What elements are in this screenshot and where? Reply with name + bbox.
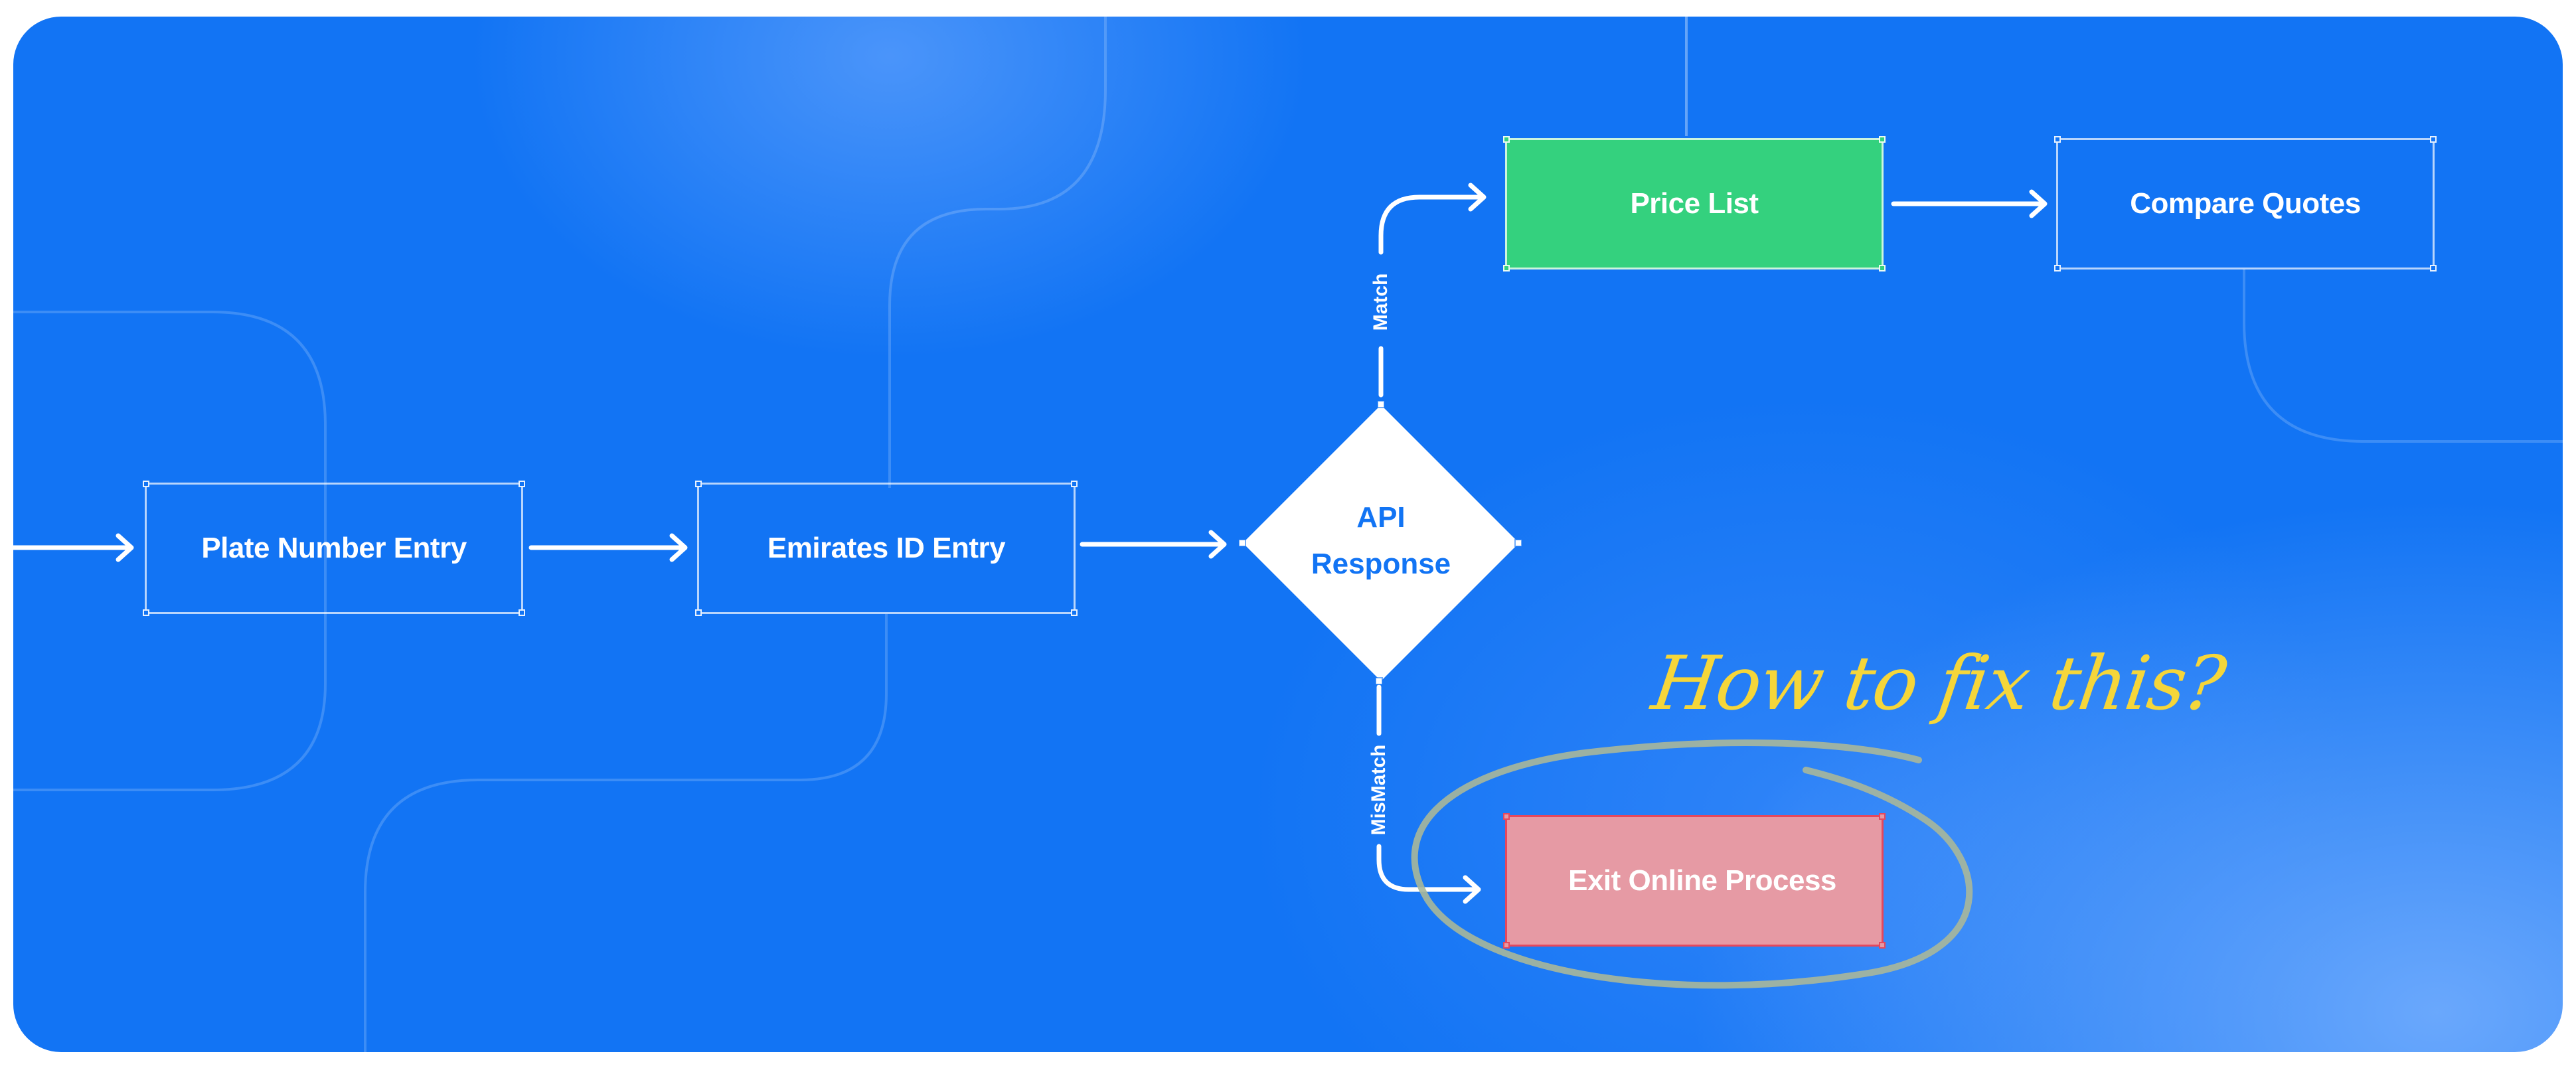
plate-number-entry-node[interactable]: Plate Number Entry: [143, 481, 525, 616]
price-list-node[interactable]: Price List: [1503, 136, 1886, 271]
arrow-head: [1208, 530, 1227, 559]
plate-number-entry-label: Plate Number Entry: [201, 532, 467, 564]
compare-quotes-label: Compare Quotes: [2130, 187, 2361, 220]
price-list-label: Price List: [1630, 187, 1759, 220]
match-edge-label: Match: [1370, 273, 1392, 331]
decision-label-line1: API: [1356, 501, 1406, 534]
connectors: [13, 183, 2048, 989]
compare-quotes-node[interactable]: Compare Quotes: [2054, 136, 2437, 271]
arrow-head: [669, 533, 688, 562]
decision-diamond[interactable]: [1243, 405, 1519, 681]
decision-label-line2: Response: [1311, 548, 1451, 580]
match-line-upper: [1378, 194, 1485, 255]
background-decor: [13, 17, 2563, 1052]
mismatch-edge-label: MisMatch: [1368, 744, 1390, 836]
arrow-head: [1468, 183, 1487, 212]
arrow-head: [116, 533, 134, 562]
arrow-head: [2029, 189, 2048, 218]
mismatch-line-lower: [1376, 844, 1480, 892]
arrow-head: [1463, 875, 1481, 904]
exit-online-process-node[interactable]: Exit Online Process: [1503, 813, 1886, 949]
exit-online-process-label: Exit Online Process: [1568, 864, 1836, 897]
emirates-id-entry-node[interactable]: Emirates ID Entry: [695, 481, 1078, 616]
emirates-id-entry-label: Emirates ID Entry: [767, 532, 1006, 564]
decision-label: API Response: [1295, 495, 1467, 587]
annotation-text: How to fix this?: [1647, 641, 2230, 727]
annotation-circle: [1411, 739, 1973, 989]
diagram-canvas: Plate Number Entry Emirates ID Entry API…: [13, 17, 2563, 1052]
